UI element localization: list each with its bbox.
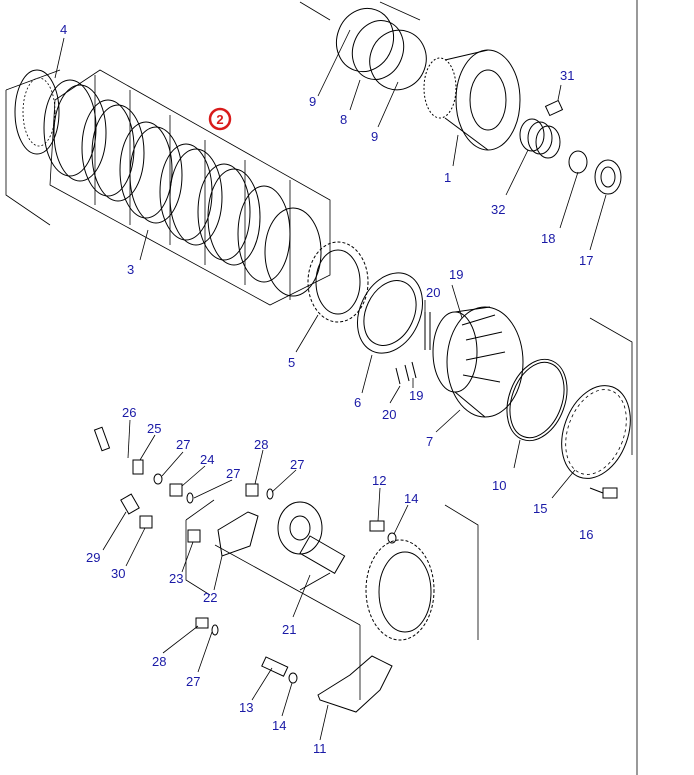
- shaft-21: [277, 501, 346, 591]
- part-label-9b: 9: [371, 129, 378, 144]
- part-label-21: 21: [282, 622, 296, 637]
- bearing-32-31: [519, 99, 564, 159]
- part-label-13: 13: [239, 700, 253, 715]
- part-label-19a: 19: [449, 267, 463, 282]
- part-label-23: 23: [169, 571, 183, 586]
- part-label-30: 30: [111, 566, 125, 581]
- part-label-12: 12: [372, 473, 386, 488]
- fittings: [93, 426, 397, 684]
- part-label-7: 7: [426, 434, 433, 449]
- part-label-1: 1: [444, 170, 451, 185]
- part-label-14b: 14: [272, 718, 286, 733]
- clutch-pack-frame: [49, 69, 331, 306]
- plate-6: [357, 272, 423, 354]
- part-label-4: 4: [60, 22, 67, 37]
- hub-1: [423, 49, 521, 151]
- part-label-15: 15: [533, 501, 547, 516]
- toothed-disc-5: [307, 241, 369, 323]
- seal-17: [594, 159, 622, 195]
- seal-ring-10: [506, 358, 568, 442]
- part-label-28b: 28: [152, 654, 166, 669]
- cover-15: [561, 385, 631, 479]
- rings-9-8: [336, 7, 427, 91]
- part-label-5: 5: [288, 355, 295, 370]
- part-label-27c: 27: [290, 457, 304, 472]
- part-label-10: 10: [492, 478, 506, 493]
- part-label-28a: 28: [254, 437, 268, 452]
- part-label-17: 17: [579, 253, 593, 268]
- part-labels: 4 3 5 6 7 9 8 9 1 31 32 18 17 19 20 20 1…: [60, 22, 593, 756]
- leader-lines: [54, 29, 607, 741]
- highlight-callout-2[interactable]: 2: [208, 107, 232, 131]
- part-label-26: 26: [122, 405, 136, 420]
- part-label-18: 18: [541, 231, 555, 246]
- bracket-22: [217, 511, 259, 557]
- part-label-22: 22: [203, 590, 217, 605]
- part-label-29: 29: [86, 550, 100, 565]
- clutch-disc-4: [14, 69, 60, 155]
- ring-gear: [365, 539, 435, 641]
- part-label-32: 32: [491, 202, 505, 217]
- pins-19-20: [395, 312, 431, 385]
- part-label-8: 8: [340, 112, 347, 127]
- part-label-6: 6: [354, 395, 361, 410]
- part-label-27b: 27: [226, 466, 240, 481]
- highlight-label: 2: [216, 112, 223, 127]
- bracket-11: [317, 655, 393, 713]
- assembly-frame-lines: [5, 0, 638, 775]
- bolt-16: [589, 487, 618, 499]
- part-label-11: 11: [313, 741, 327, 756]
- clutch-discs-stack: [43, 79, 322, 297]
- housing-7: [432, 306, 524, 418]
- part-label-3: 3: [127, 262, 134, 277]
- part-label-19b: 19: [409, 388, 423, 403]
- part-label-27a: 27: [176, 437, 190, 452]
- part-label-14a: 14: [404, 491, 418, 506]
- part-label-20b: 20: [382, 407, 396, 422]
- o-ring-18: [568, 150, 588, 174]
- part-label-24: 24: [200, 452, 214, 467]
- part-label-20a: 20: [426, 285, 440, 300]
- part-label-16: 16: [579, 527, 593, 542]
- part-label-27d: 27: [186, 674, 200, 689]
- part-label-9a: 9: [309, 94, 316, 109]
- part-label-31: 31: [560, 68, 574, 83]
- part-label-25: 25: [147, 421, 161, 436]
